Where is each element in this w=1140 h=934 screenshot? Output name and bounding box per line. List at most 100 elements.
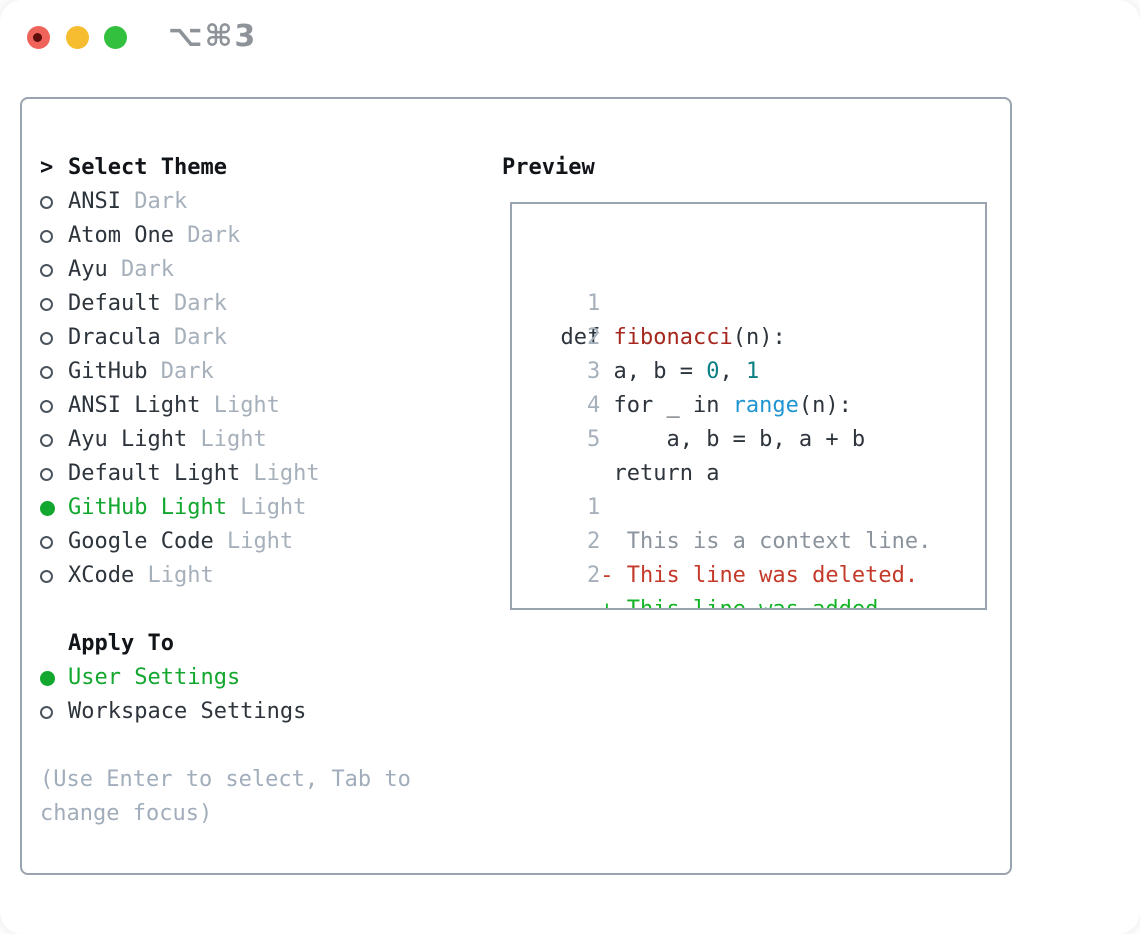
theme-variant-label: Dark xyxy=(160,291,227,316)
theme-option-ayu[interactable]: Ayu Dark xyxy=(40,253,480,287)
theme-option-ayu-light[interactable]: Ayu Light Light xyxy=(40,423,480,457)
radio-unselected-icon xyxy=(40,331,53,345)
apply-option-label: User Settings xyxy=(68,665,241,690)
apply-option-label: Workspace Settings xyxy=(68,699,307,724)
theme-option-label: Atom One xyxy=(68,223,174,248)
radio-unselected-icon xyxy=(40,195,53,209)
radio-selected-icon xyxy=(40,670,55,686)
theme-option-default[interactable]: Default Dark xyxy=(40,287,480,321)
code-segment-code: return a xyxy=(560,461,720,486)
minimize-button[interactable] xyxy=(66,26,89,49)
radio-unselected-icon xyxy=(40,263,53,277)
radio-unselected-icon xyxy=(40,535,53,549)
theme-option-xcode[interactable]: XCode Light xyxy=(40,559,480,593)
code-segment-deleted: - This line was deleted. xyxy=(560,563,919,588)
theme-selector-panel: > Select Theme ANSI Dark Atom One Dark A… xyxy=(20,97,1012,875)
code-segment-code: (n): xyxy=(732,325,786,350)
code-segment-code: , xyxy=(719,359,746,384)
prompt-icon: > xyxy=(40,155,54,180)
apply-option-workspace-settings[interactable]: Workspace Settings xyxy=(40,695,480,729)
theme-variant-label: Dark xyxy=(120,189,188,214)
preview-line: 2 a, b = 0, 1 xyxy=(534,287,985,384)
code-segment-number: 0 xyxy=(706,359,720,384)
theme-option-atom-one[interactable]: Atom One Dark xyxy=(40,219,480,253)
close-button[interactable] xyxy=(27,26,50,49)
code-segment-added: + This line was added. xyxy=(560,597,892,610)
line-number: 1 xyxy=(586,495,614,520)
theme-option-label: Ayu xyxy=(68,257,108,282)
maximize-button[interactable] xyxy=(104,26,127,49)
radio-selected-icon xyxy=(40,500,55,516)
code-segment-context: This is a context line. xyxy=(560,529,932,554)
preview-line: 1 This is a context line. xyxy=(534,457,985,554)
theme-variant-label: Dark xyxy=(107,257,174,282)
preview-line: 2 + This line was added. xyxy=(534,525,985,608)
theme-options-list: ANSI Dark Atom One Dark Ayu Dark Default… xyxy=(40,185,480,593)
theme-option-google-code[interactable]: Google Code Light xyxy=(40,525,480,559)
line-number: 2 xyxy=(586,325,614,350)
titlebar: ⌥⌘3 xyxy=(0,0,1140,74)
code-segment-builtin: range xyxy=(732,393,799,418)
code-segment-code: for _ in xyxy=(560,393,733,418)
select-theme-header: > Select Theme xyxy=(40,151,480,185)
theme-option-dracula[interactable]: Dracula Dark xyxy=(40,321,480,355)
line-number: 4 xyxy=(586,393,614,418)
code-segment-code: a, b = xyxy=(560,359,707,384)
theme-option-github[interactable]: GitHub Dark xyxy=(40,355,480,389)
radio-unselected-icon xyxy=(40,467,53,481)
theme-option-label: ANSI xyxy=(68,189,121,214)
theme-option-label: Google Code xyxy=(68,529,214,554)
radio-unselected-icon xyxy=(40,365,53,379)
theme-option-label: Dracula xyxy=(68,325,161,350)
code-segment-code: (n): xyxy=(798,393,852,418)
code-segment-code: a, b = b, a + b xyxy=(560,427,866,452)
theme-option-label: GitHub Light xyxy=(68,495,227,520)
theme-variant-label: Dark xyxy=(173,223,241,248)
help-text: (Use Enter to select, Tab to change focu… xyxy=(40,767,411,826)
theme-option-label: ANSI Light xyxy=(68,393,201,418)
line-number: 1 xyxy=(586,291,614,316)
radio-unselected-icon xyxy=(40,569,53,583)
theme-option-ansi-light[interactable]: ANSI Light Light xyxy=(40,389,480,423)
theme-variant-label: Dark xyxy=(147,359,214,384)
theme-variant-label: Light xyxy=(134,563,214,588)
preview-line: 4 a, b = b, a + b xyxy=(534,355,985,452)
theme-variant-label: Light xyxy=(213,529,294,554)
radio-unselected-icon xyxy=(40,229,53,243)
theme-option-label: Default xyxy=(68,291,161,316)
preview-line: 2 - This line was deleted. xyxy=(534,491,985,588)
preview-title: Preview xyxy=(502,155,595,180)
theme-option-ansi[interactable]: ANSI Dark xyxy=(40,185,480,219)
theme-option-label: Default Light xyxy=(68,461,241,486)
theme-variant-label: Light xyxy=(226,495,307,520)
code-segment-number: 1 xyxy=(745,359,760,384)
apply-options-list: User Settings Workspace Settings xyxy=(40,661,480,729)
theme-option-default-light[interactable]: Default Light Light xyxy=(40,457,480,491)
apply-option-user-settings[interactable]: User Settings xyxy=(40,661,480,695)
code-segment-code: def xyxy=(560,325,614,350)
apply-to-title: Apply To xyxy=(68,631,174,656)
radio-unselected-icon xyxy=(40,297,53,311)
radio-unselected-icon xyxy=(40,433,53,447)
line-number: 5 xyxy=(586,427,614,452)
theme-variant-label: Light xyxy=(187,427,267,452)
theme-list-column: > Select Theme ANSI Dark Atom One Dark A… xyxy=(40,151,480,831)
apply-to-header: Apply To xyxy=(40,627,480,661)
line-number: 3 xyxy=(586,359,614,384)
theme-option-label: XCode xyxy=(68,563,135,588)
spacer xyxy=(40,593,480,627)
window-title: ⌥⌘3 xyxy=(168,19,258,54)
theme-variant-label: Dark xyxy=(160,325,227,350)
close-dot-icon xyxy=(33,33,42,42)
theme-option-label: GitHub xyxy=(68,359,148,384)
theme-option-label: Ayu Light xyxy=(68,427,188,452)
theme-option-github-light[interactable]: GitHub Light Light xyxy=(40,491,480,525)
theme-variant-label: Light xyxy=(200,393,280,418)
line-number: 2 xyxy=(586,529,614,554)
preview-box: 1 def fibonacci(n): 2 a, b = 0, 1 3 for … xyxy=(510,202,987,610)
preview-line: 1 def fibonacci(n): xyxy=(534,253,985,350)
spacer xyxy=(40,729,480,763)
code-segment-function: fibonacci xyxy=(613,325,733,350)
radio-unselected-icon xyxy=(40,705,53,719)
